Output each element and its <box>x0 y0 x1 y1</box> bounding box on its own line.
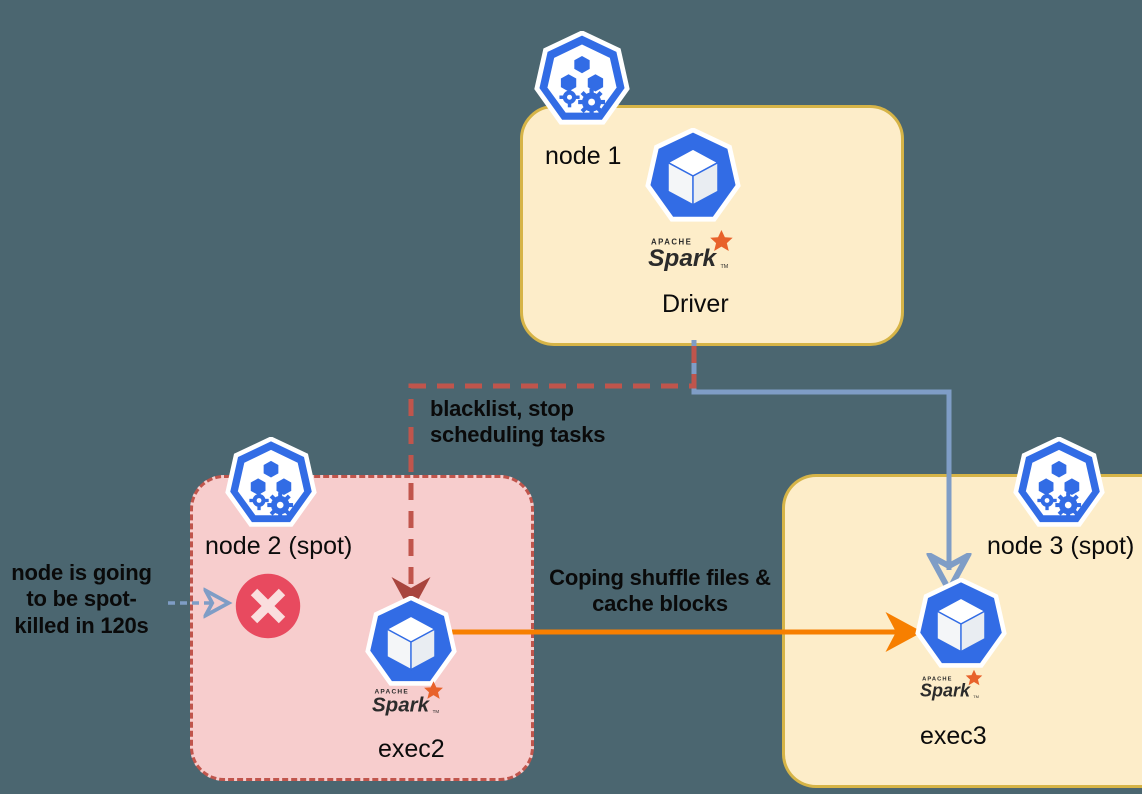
svg-text:APACHE: APACHE <box>922 677 952 683</box>
svg-text:Spark: Spark <box>648 245 717 272</box>
pod-label-driver: Driver <box>662 290 729 318</box>
annotation-copy-shuffle: Coping shuffle files & cache blocks <box>549 565 771 617</box>
node-label-node2: node 2 (spot) <box>205 532 353 560</box>
node-label-node1: node 1 <box>545 142 622 170</box>
svg-text:Spark: Spark <box>920 680 971 700</box>
svg-text:APACHE: APACHE <box>374 688 409 695</box>
annotation-spot-kill-warning: node is going to be spot-killed in 120s <box>11 560 152 638</box>
kubernetes-icon <box>534 31 630 127</box>
svg-text:TM: TM <box>433 709 440 714</box>
cube-icon <box>365 596 457 688</box>
svg-text:APACHE: APACHE <box>651 238 692 247</box>
apache-spark-logo: APACHE Spark TM <box>648 228 746 272</box>
apache-spark-logo: APACHE Spark TM <box>372 679 454 717</box>
svg-text:TM: TM <box>973 694 979 699</box>
pod-label-exec2: exec2 <box>378 735 445 763</box>
pod-label-exec3: exec3 <box>920 722 987 750</box>
apache-spark-logo: APACHE Spark TM <box>920 668 992 701</box>
kubernetes-icon <box>225 437 317 529</box>
node-label-node3: node 3 (spot) <box>987 532 1135 560</box>
annotation-blacklist: blacklist, stop scheduling tasks <box>430 396 606 448</box>
svg-text:TM: TM <box>720 264 728 270</box>
kubernetes-icon <box>1013 437 1105 529</box>
svg-text:Spark: Spark <box>372 694 431 717</box>
cube-icon <box>915 578 1007 670</box>
x-circle-icon <box>233 571 303 641</box>
cube-icon <box>645 128 741 224</box>
